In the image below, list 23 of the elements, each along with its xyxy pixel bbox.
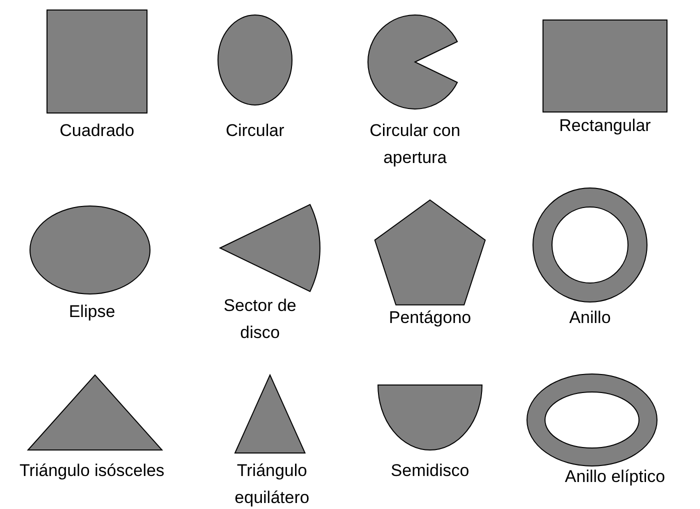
shape-caption: Rectangular [558,115,652,137]
shape-caption: Anillo elíptico [564,466,666,488]
triangle-shape [26,374,164,450]
ring-shape [526,374,658,466]
shape-caption: Circular [224,120,286,142]
disc-sector-shape [220,204,320,292]
shape-caption: Semidisco [390,460,470,482]
shape-caption: Cuadrado [58,120,136,142]
circle-shape [218,14,292,106]
ring-shape [532,188,648,302]
shape-caption: Circular con apertura [368,120,462,169]
shape-caption: Triángulo isósceles [18,460,166,482]
shape-caption: Sector de disco [222,295,298,344]
shape-caption: Triángulo equilátero [234,460,310,509]
triangle-shape [234,374,306,454]
pentagon-shape [374,199,486,306]
semidisc-shape [378,384,482,450]
ellipse-shape [30,206,150,294]
shape-caption: Elipse [68,301,116,323]
rectangle-shape [542,20,668,112]
shape-caption: Pentágono [388,307,472,329]
shape-caption: Anillo [568,307,612,329]
rectangle-shape [46,10,148,114]
